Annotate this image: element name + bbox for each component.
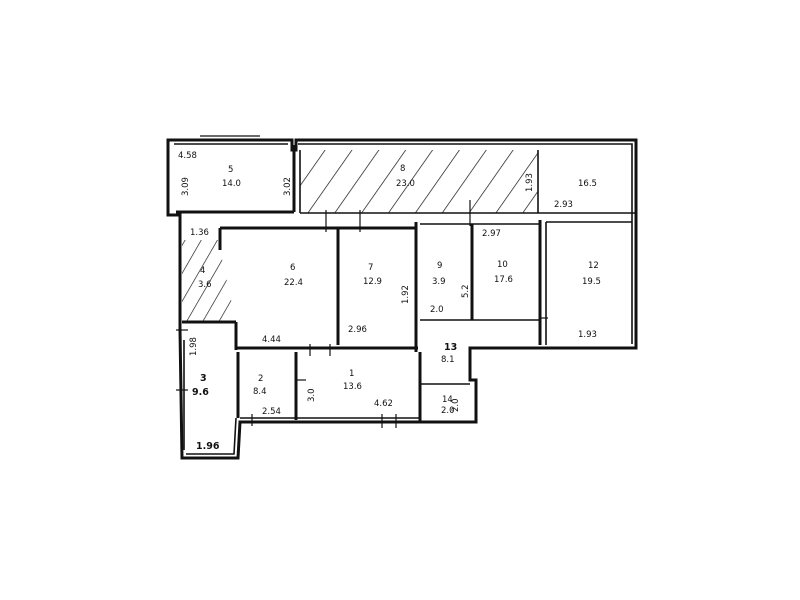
room-6-number: 6 [290,263,295,273]
room-2-number: 2 [258,374,263,384]
room-5-number: 5 [228,165,233,175]
room-10-area: 17.6 [494,275,513,285]
room-13-area: 8.1 [441,355,455,365]
room-8-hatch [300,150,538,213]
room-4-area: 3.6 [198,280,212,290]
room-3-number: 3 [200,373,207,384]
room-13-number: 13 [444,342,457,353]
dimension-labels: 4.58 3.09 3.02 1.36 4.44 2.96 2.0 2.97 2… [178,151,597,452]
dim-3-02: 3.02 [283,177,293,196]
dim-4-44: 4.44 [262,335,281,345]
dim-1-93-a: 1.93 [578,330,597,340]
room-12-number: 12 [588,261,599,271]
room-7-number: 7 [368,263,373,273]
room-1-area: 13.6 [343,382,362,392]
room-4-number: 4 [200,266,205,276]
dim-1-98: 1.98 [189,337,199,356]
room-8-number: 8 [400,164,405,174]
dim-2-0-b: 2.0 [451,398,461,412]
room-9-number: 9 [437,261,442,271]
dim-4-62: 4.62 [374,399,393,409]
room-7-area: 12.9 [363,277,382,287]
dim-1-92: 1.92 [401,285,411,304]
dim-2-96: 2.96 [348,325,367,335]
room-1-number: 1 [349,369,354,379]
dim-2-97: 2.97 [482,229,501,239]
room-14-number: 14 [442,395,453,405]
room-3-area: 9.6 [192,387,209,398]
room-14-area: 2.0 [441,406,455,416]
room-9-area: 3.9 [432,277,446,287]
dim-3-0: 3.0 [307,388,317,402]
dim-4-58: 4.58 [178,151,197,161]
dim-3-09: 3.09 [181,177,191,196]
dim-1-96: 1.96 [196,441,220,452]
dim-2-0-a: 2.0 [430,305,444,315]
dim-5-2: 5.2 [461,284,471,298]
room-6-area: 22.4 [284,278,303,288]
dim-2-54: 2.54 [262,407,281,417]
dim-2-93: 2.93 [554,200,573,210]
room-11-area: 16.5 [578,179,597,189]
room-4-hatch [182,240,236,322]
dim-1-93-b: 1.93 [525,173,535,192]
room-5-area: 14.0 [222,179,241,189]
room-8-area: 23.0 [396,179,415,189]
room-10-number: 10 [497,260,508,270]
door-marks [176,135,548,428]
room-2-area: 8.4 [253,387,267,397]
outer-walls [166,138,638,460]
dim-1-36: 1.36 [190,228,209,238]
room-12-area: 19.5 [582,277,601,287]
interior-walls [176,145,636,450]
room-labels: 5 14.0 8 23.0 16.5 4 3.6 6 22.4 7 12.9 9… [192,164,601,416]
